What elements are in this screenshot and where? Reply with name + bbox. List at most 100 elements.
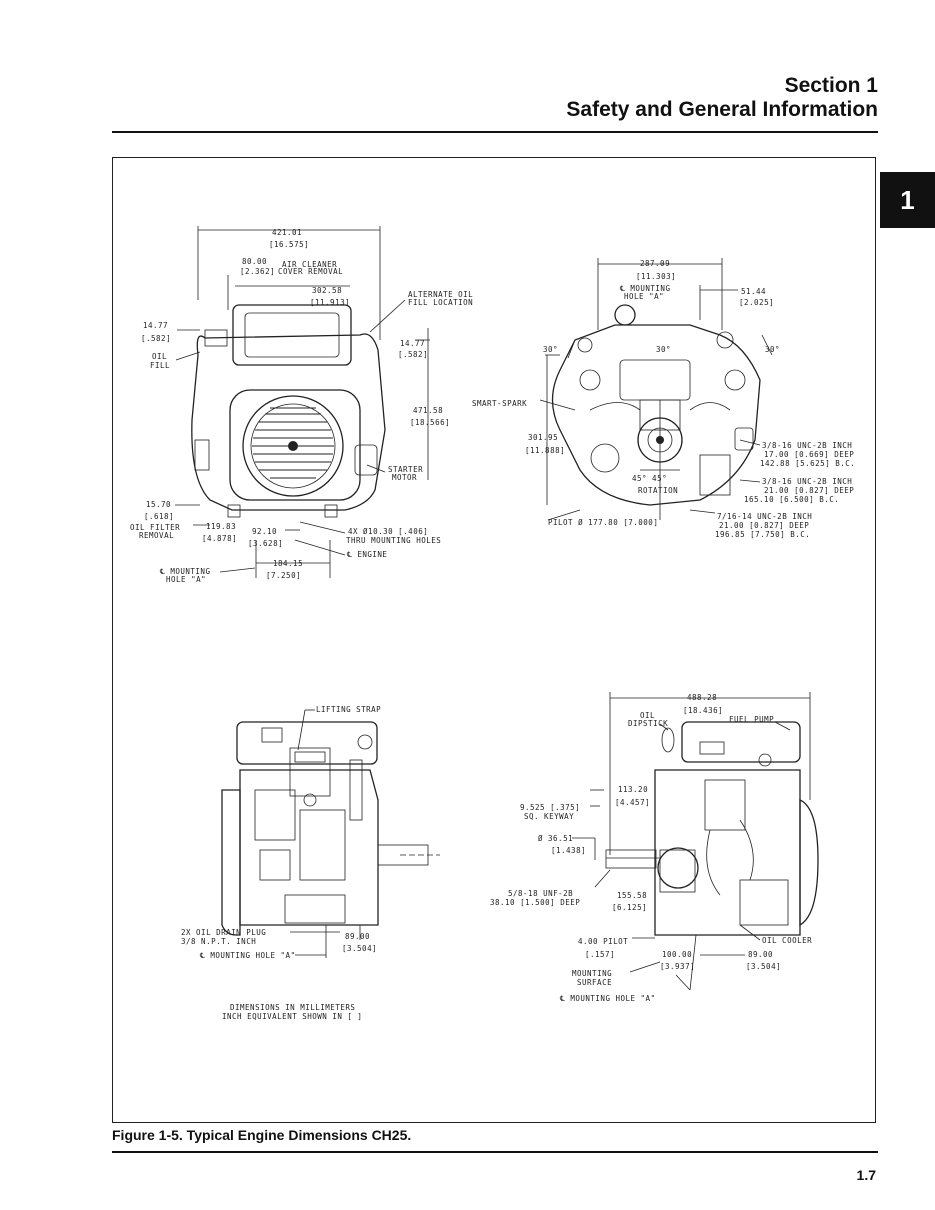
dim-label: 100.00 xyxy=(662,950,692,959)
dim-label: 21.00 [0.827] DEEP xyxy=(764,486,854,495)
dim-label: Ø 36.51 xyxy=(538,834,573,843)
dim-label: [11.888] xyxy=(525,446,565,455)
dim-label: 15.70 xyxy=(146,500,171,509)
front-view-engine xyxy=(191,304,386,518)
dim-label: 119.83 xyxy=(206,522,236,531)
dim-label: 38.10 [1.500] DEEP xyxy=(490,898,580,907)
header-rule xyxy=(112,131,878,133)
dim-label: 155.58 xyxy=(617,891,647,900)
dim-label: FILL LOCATION xyxy=(408,298,473,307)
dim-label: 3/8-16 UNC-2B INCH xyxy=(762,441,852,450)
dim-label: SURFACE xyxy=(577,978,612,987)
dim-label: 89.00 xyxy=(345,932,370,941)
dim-label: 17.00 [0.669] DEEP xyxy=(764,450,854,459)
dim-label: [3.628] xyxy=(248,539,283,548)
dim-label: [4.457] xyxy=(615,798,650,807)
figure-frame xyxy=(112,157,876,1123)
dim-label: ALTERNATE OIL xyxy=(408,290,473,299)
dim-label: 184.15 xyxy=(273,559,303,568)
dim-label: 471.58 xyxy=(413,406,443,415)
dim-label: 5/8-18 UNF-2B xyxy=(508,889,573,898)
side-view-right-dimensions: 488.28 [18.436] OIL DIPSTICK FUEL PUMP 1… xyxy=(490,692,812,1003)
dim-label: 4X Ø10.30 [.406] xyxy=(348,527,428,536)
dim-label: [3.937] xyxy=(660,962,695,971)
dim-label: [7.250] xyxy=(266,571,301,580)
dim-label: [.157] xyxy=(585,950,615,959)
dim-label: OIL xyxy=(640,711,655,720)
dim-label: REMOVAL xyxy=(139,531,174,540)
dim-label: 45° 45° xyxy=(632,474,667,483)
dim-label: 30° xyxy=(656,345,671,354)
rear-view-dimensions: 287.09 [11.303] ℄ MOUNTING HOLE "A" 51.4… xyxy=(472,258,855,539)
page-number: 1.7 xyxy=(856,1167,876,1183)
dim-label: [2.362] xyxy=(240,267,275,276)
dim-label: [3.504] xyxy=(746,962,781,971)
dim-label: [4.878] xyxy=(202,534,237,543)
dim-label: MOTOR xyxy=(392,473,417,482)
dim-label: 165.10 [6.500] B.C. xyxy=(744,495,839,504)
front-view-dimensions: 421.01 [16.575] 80.00 AIR CLEANER [2.362… xyxy=(130,226,473,584)
dim-label: OIL FILTER xyxy=(130,523,180,532)
dim-label: 14.77 xyxy=(400,339,425,348)
dim-label: OIL xyxy=(152,352,167,361)
dim-label: [3.504] xyxy=(342,944,377,953)
dim-label: 7/16-14 UNC-2B INCH xyxy=(717,512,812,521)
dim-label: FILL xyxy=(150,361,170,370)
dim-label: 113.20 xyxy=(618,785,648,794)
dim-label: LIFTING STRAP xyxy=(316,705,381,714)
dim-label: DIPSTICK xyxy=(628,719,668,728)
dim-label: 89.00 xyxy=(748,950,773,959)
dim-label: [16.575] xyxy=(269,240,309,249)
dim-label: 421.01 xyxy=(272,228,302,237)
dim-label: 92.10 xyxy=(252,527,277,536)
dimension-note: DIMENSIONS IN MILLIMETERS xyxy=(230,1003,355,1012)
dim-label: 2X OIL DRAIN PLUG xyxy=(181,928,266,937)
dim-label: ROTATION xyxy=(638,486,678,495)
dim-label: 3/8 N.P.T. INCH xyxy=(181,937,256,946)
dim-label: 287.09 xyxy=(640,259,670,268)
dim-label: MOUNTING xyxy=(572,969,612,978)
dim-label: STARTER xyxy=(388,465,423,474)
dim-label: 30° xyxy=(765,345,780,354)
dim-label: ℄ MOUNTING xyxy=(619,284,670,293)
dim-label: ℄ ENGINE xyxy=(346,550,387,559)
dim-label: [1.438] xyxy=(551,846,586,855)
section-tab: 1 xyxy=(880,172,935,228)
dim-label: FUEL PUMP xyxy=(729,715,774,724)
footer-rule xyxy=(112,1151,878,1153)
dim-label: THRU MOUNTING HOLES xyxy=(346,536,441,545)
dim-label: [.582] xyxy=(398,350,428,359)
dim-label: PILOT Ø 177.80 [7.000] xyxy=(548,518,658,527)
dim-label: ℄ MOUNTING HOLE "A" xyxy=(199,951,296,960)
dim-label: 30° xyxy=(543,345,558,354)
dim-label: [.582] xyxy=(141,334,171,343)
dim-label: SMART-SPARK xyxy=(472,399,527,408)
dim-label: 3/8-16 UNC-2B INCH xyxy=(762,477,852,486)
section-number: Section 1 xyxy=(784,74,878,97)
dim-label: 80.00 xyxy=(242,257,267,266)
side-view-left-dimensions: LIFTING STRAP 2X OIL DRAIN PLUG 3/8 N.P.… xyxy=(181,705,381,1021)
dim-label: AIR CLEANER xyxy=(282,260,337,269)
dim-label: [6.125] xyxy=(612,903,647,912)
dim-label: 142.88 [5.625] B.C. xyxy=(760,459,855,468)
dim-label: [11.303] xyxy=(636,272,676,281)
side-view-right-engine xyxy=(605,721,819,936)
section-title: Safety and General Information xyxy=(566,98,878,121)
dim-label: 14.77 xyxy=(143,321,168,330)
dimension-note: INCH EQUIVALENT SHOWN IN [ ] xyxy=(222,1012,362,1021)
dim-label: 196.85 [7.750] B.C. xyxy=(715,530,810,539)
dim-label: [2.025] xyxy=(739,298,774,307)
figure-caption: Figure 1-5. Typical Engine Dimensions CH… xyxy=(112,1127,412,1143)
dim-label: SQ. KEYWAY xyxy=(524,812,574,821)
dim-label: 488.28 xyxy=(687,693,717,702)
dim-label: 21.00 [0.827] DEEP xyxy=(719,521,809,530)
dim-label: [18.436] xyxy=(683,706,723,715)
dim-label: COVER REMOVAL xyxy=(278,267,343,276)
dim-label: 51.44 xyxy=(741,287,766,296)
dim-label: HOLE "A" xyxy=(166,575,206,584)
dim-label: OIL COOLER xyxy=(762,936,812,945)
dim-label: 301.95 xyxy=(528,433,558,442)
dim-label: 9.525 [.375] xyxy=(520,803,580,812)
dim-label: 302.58 xyxy=(312,286,342,295)
